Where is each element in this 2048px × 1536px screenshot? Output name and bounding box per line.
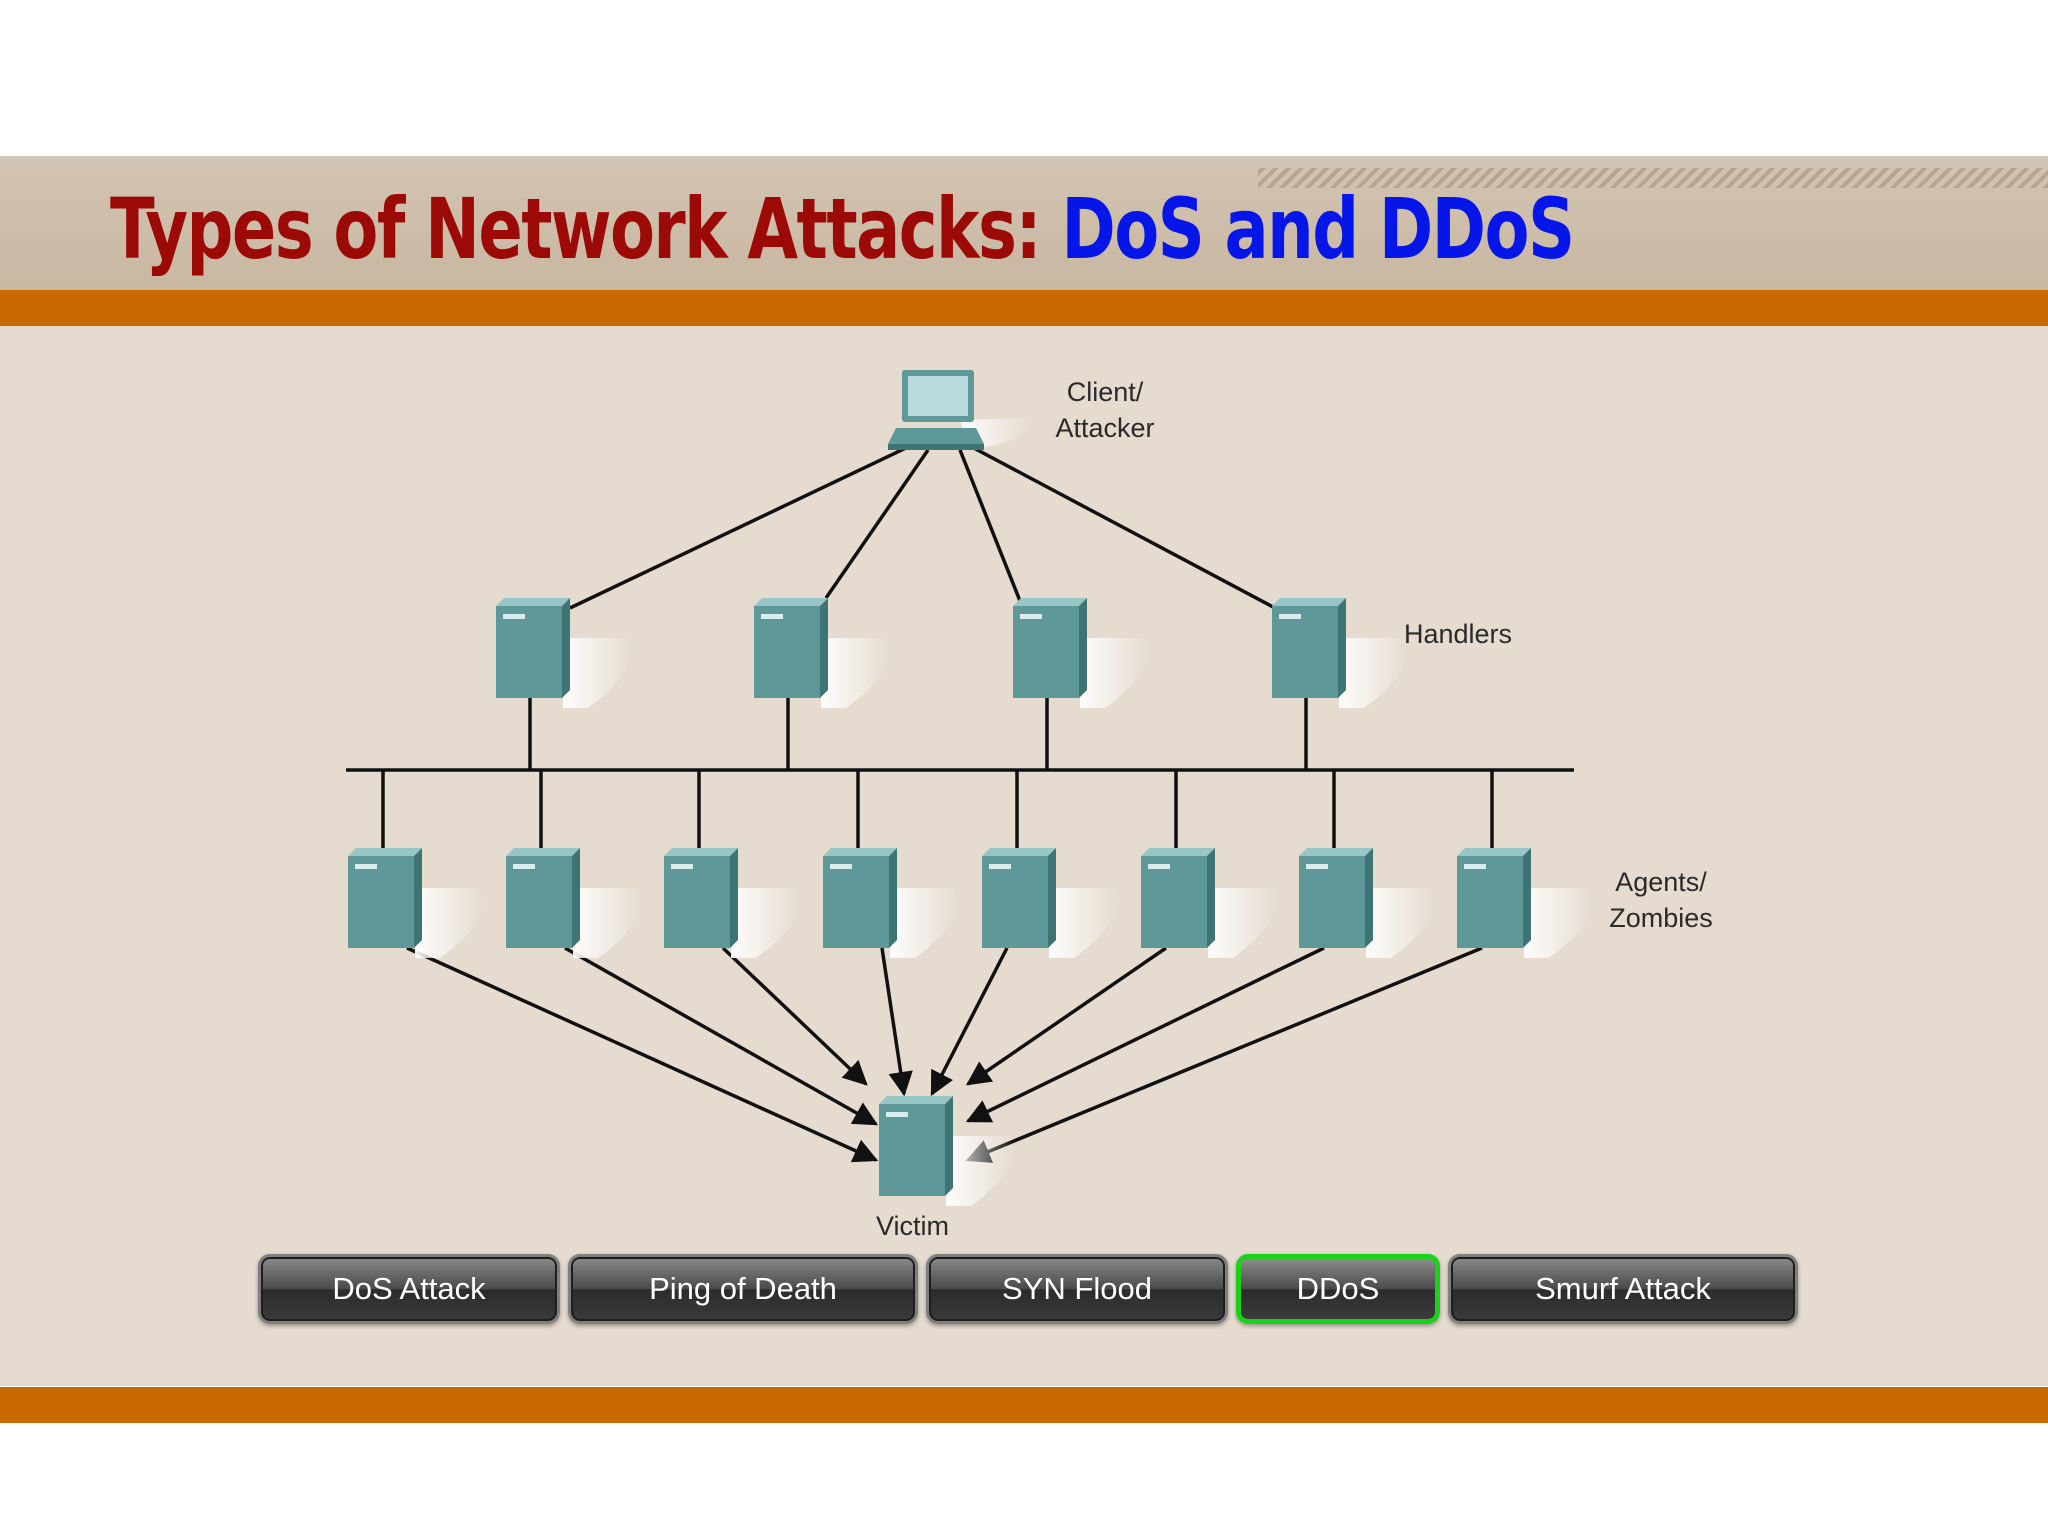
handler-server-icon — [1272, 598, 1408, 708]
ddos-button[interactable]: DDoS — [1236, 1254, 1440, 1324]
syn-flood-button[interactable]: SYN Flood — [926, 1254, 1228, 1324]
client-attacker-icon — [888, 370, 1031, 450]
device-group — [348, 370, 1593, 1206]
top-rule — [0, 156, 2048, 162]
bottom-band — [0, 1387, 2048, 1423]
victim-server-icon — [879, 1096, 1015, 1206]
agent-server-icon — [823, 848, 959, 958]
client-attacker-label: Client/ Attacker — [1055, 377, 1155, 443]
agent-server-icon — [982, 848, 1118, 958]
agent-server-icon — [664, 848, 800, 958]
attack-arrow — [721, 946, 868, 1086]
attack-type-nav: DoS Attack Ping of Death SYN Flood DDoS … — [258, 1254, 1798, 1330]
client-handler-link — [569, 444, 911, 610]
ddos-diagram — [346, 370, 1593, 1206]
attack-arrow — [880, 947, 913, 1097]
agent-server-icon — [1141, 848, 1277, 958]
dos-attack-button[interactable]: DoS Attack — [258, 1254, 560, 1324]
title-text-blue: DoS and DDoS — [1061, 180, 1575, 278]
agent-server-icon — [1457, 848, 1593, 958]
handler-server-icon — [754, 598, 890, 708]
connection-lines — [346, 444, 1574, 1163]
agent-server-icon — [506, 848, 642, 958]
handler-server-icon — [496, 598, 632, 708]
client-handler-link — [824, 449, 930, 599]
client-handler-link — [969, 444, 1276, 610]
page-title: Types of Network Attacks: DoS and DDoS — [110, 168, 1575, 290]
attack-arrow — [965, 946, 1325, 1123]
client-handler-link — [958, 449, 1024, 607]
attack-arrow — [965, 946, 1483, 1163]
ping-of-death-button[interactable]: Ping of Death — [568, 1254, 918, 1324]
attack-arrow — [965, 946, 1167, 1086]
smurf-attack-button[interactable]: Smurf Attack — [1448, 1254, 1798, 1324]
agent-server-icon — [348, 848, 484, 958]
handlers-label: Handlers — [1404, 619, 1513, 649]
title-text-red: Types of Network Attacks: — [110, 180, 1062, 278]
agent-server-icon — [1299, 848, 1435, 958]
attack-arrow — [930, 947, 1009, 1097]
agents-zombies-label: Agents/ Zombies — [1609, 867, 1713, 933]
victim-label: Victim — [875, 1211, 949, 1241]
decorative-hatch — [1258, 168, 2048, 188]
attack-arrow — [564, 946, 879, 1126]
attack-arrow — [406, 946, 879, 1163]
title-underline-band — [0, 290, 2048, 326]
handler-server-icon — [1013, 598, 1149, 708]
